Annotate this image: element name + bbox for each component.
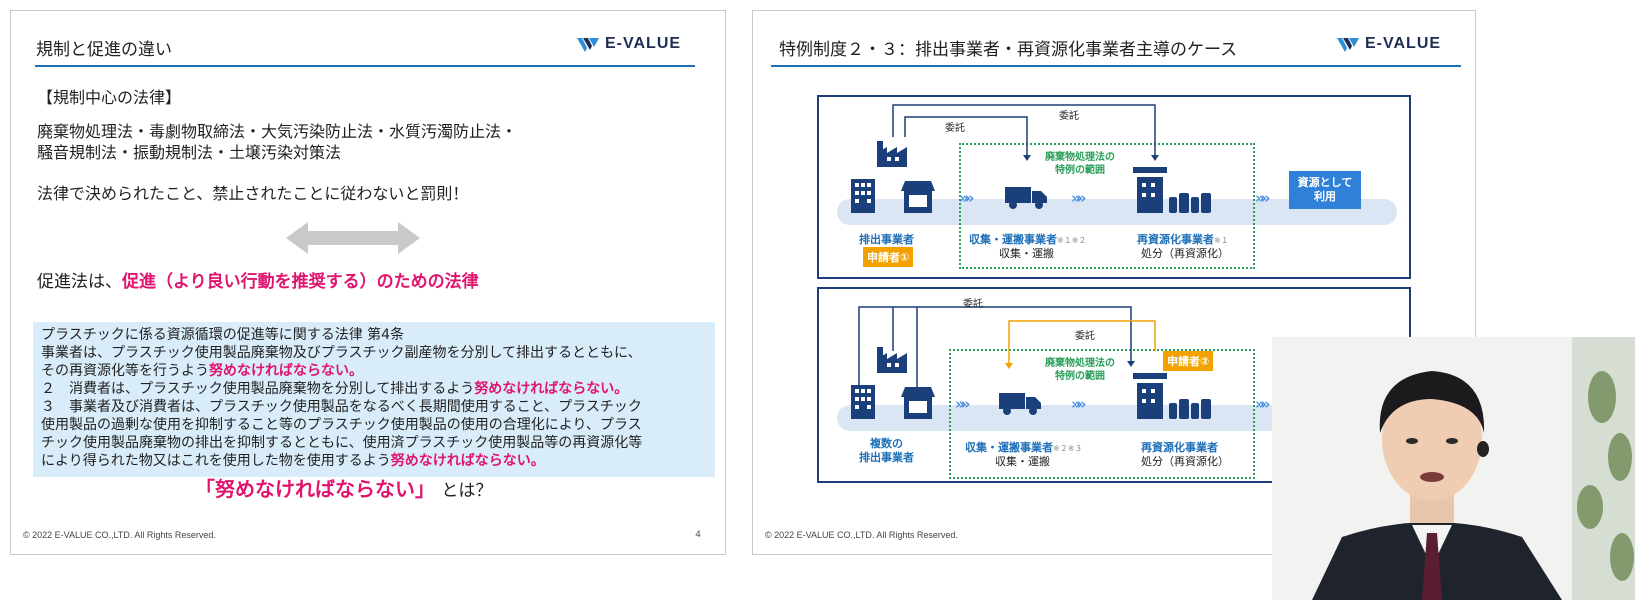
right-slide-title: 特例制度２・３：排出事業者・再資源化事業者主導のケース [779, 40, 1238, 60]
diagram-case-1: 委託 委託 »» »» 廃棄物処理法の特例の範囲 [817, 95, 1411, 279]
quote-emphasis: 努めなければならない。 [390, 453, 545, 469]
shop-icon [901, 181, 935, 213]
arrow-chevrons-icon: »» [1255, 189, 1271, 207]
collector-sub: 収集・運搬 [999, 247, 1054, 260]
applicant-tag: 申請者② [1163, 351, 1214, 371]
logo-text: E-VALUE [605, 35, 682, 52]
special-scope-box [959, 143, 1255, 269]
left-slide: 規制と促進の違い E-VALUE 【規制中心の法律】 廃棄物処理法・毒劇物取締法… [10, 10, 726, 555]
collector-sub: 収集・運搬 [995, 455, 1050, 468]
resource-line: 資源として [1297, 176, 1353, 189]
promotion-highlight: 促進（より良い行動を推奨する）のための法律 [122, 272, 479, 292]
promotion-statement: 促進法は、促進（より良い行動を推奨する）のための法律 [37, 271, 479, 293]
collector-note: ※１※２ [1057, 236, 1087, 245]
quote-text: その再資源化等を行うよう [41, 363, 209, 379]
quote-line: ３ 事業者及び消費者は、プラスチック使用製品をなるべく長期間使用すること、プラス… [41, 399, 642, 415]
building-icon [851, 179, 875, 213]
recycler-sub: 処分（再資源化） [1141, 247, 1229, 260]
quote-line: 使用製品の過剰な使用を抑制すること等のプラスチック使用製品の使用の合理化により、… [41, 417, 642, 433]
collector-name: 収集・運搬事業者 [965, 441, 1053, 454]
collector-note: ※２※３ [1053, 444, 1083, 453]
quote-text: により得られた物又はこれを使用した物を使用するよう [41, 453, 391, 469]
section-heading: 【規制中心の法律】 [37, 88, 182, 107]
title-rule [771, 65, 1461, 67]
e-value-logo: E-VALUE [577, 35, 681, 53]
quote-line: により得られた物又はこれを使用した物を使用するよう努めなければならない。 [41, 452, 707, 470]
penalty-text: 法律で決められたこと、禁止されたことに従わないと罰則！ [37, 184, 469, 203]
consign-arrows [892, 104, 1159, 161]
e-value-logo: E-VALUE [1337, 35, 1441, 53]
collector-name: 収集・運搬事業者 [969, 233, 1057, 246]
title-rule [35, 65, 695, 67]
arrow-chevrons-icon: »» [955, 395, 971, 413]
consign-label: 委託 [945, 123, 965, 134]
resource-line: 利用 [1314, 190, 1336, 203]
collector-label: 収集・運搬事業者※２※３ [965, 439, 1082, 455]
special-scope-label: 廃棄物処理法の特例の範囲 [1045, 357, 1115, 383]
factory-icon [877, 347, 907, 373]
e-value-logo-icon [577, 38, 599, 52]
emitter-line: 排出事業者 [859, 451, 914, 464]
consign-label: 委託 [1059, 111, 1079, 122]
scope-label-line: 特例の範囲 [1055, 165, 1105, 176]
scope-label-line: 廃棄物処理法の [1045, 152, 1115, 163]
arrow-chevrons-icon: »» [1071, 395, 1087, 413]
page-number: 4 [695, 530, 701, 540]
consign-label: 委託 [963, 299, 983, 310]
closing-plain: とは？ [441, 481, 493, 501]
recycling-plant-icon [1133, 167, 1211, 213]
e-value-logo-icon [1337, 38, 1359, 52]
collector-label: 収集・運搬事業者※１※２ [969, 231, 1086, 247]
quote-line: チック使用製品廃棄物の排出を抑制するとともに、使用済プラスチック使用製品等の再資… [41, 435, 643, 451]
scope-label-line: 廃棄物処理法の [1045, 358, 1115, 369]
emitter-line: 複数の [870, 437, 903, 450]
arrow-chevrons-icon: »» [1071, 189, 1087, 207]
webcam-presenter [1272, 337, 1635, 600]
arrow-chevrons-icon: »» [959, 189, 975, 207]
recycler-name: 再資源化事業者 [1137, 233, 1214, 246]
truck-icon [1005, 187, 1047, 209]
recycler-label: 再資源化事業者 [1141, 441, 1218, 454]
recycling-plant-icon [1133, 373, 1211, 419]
applicant-tag: 申請者① [863, 247, 914, 267]
recycler-note: ※１ [1214, 236, 1229, 245]
quote-emphasis: 努めなければならない。 [474, 381, 629, 397]
copyright-text: © 2022 E-VALUE CO.,LTD. All Rights Reser… [765, 530, 958, 540]
double-arrow-icon [286, 222, 420, 254]
left-slide-title: 規制と促進の違い [36, 40, 172, 60]
factory-icon [877, 141, 907, 167]
emitter-label: 複数の排出事業者 [859, 437, 914, 465]
quote-line: ２ 消費者は、プラスチック使用製品廃棄物を分別して排出するよう努めなければならな… [41, 380, 707, 398]
closing-question: 「努めなければならない」 とは？ [195, 475, 492, 505]
promotion-prefix: 促進法は、 [37, 272, 122, 292]
consign-arrows [858, 306, 1156, 393]
resource-use-box: 資源として利用 [1289, 171, 1361, 209]
shop-icon [901, 387, 935, 419]
closing-emphasis: 「努めなければならない」 [195, 477, 435, 501]
special-scope-box [949, 349, 1255, 479]
recycler-label: 再資源化事業者※１ [1137, 231, 1229, 247]
truck-icon [999, 393, 1041, 415]
quote-text: ２ 消費者は、プラスチック使用製品廃棄物を分別して排出するよう [41, 381, 475, 397]
consign-label: 委託 [1075, 331, 1095, 342]
quote-emphasis: 努めなければならない。 [209, 363, 363, 379]
laws-line-2: 騒音規制法・振動規制法・土壌汚染対策法 [37, 143, 342, 162]
building-icon [851, 385, 875, 419]
arrow-chevrons-icon: »» [1255, 395, 1271, 413]
presenter-video-frame [1272, 337, 1635, 600]
laws-line-1: 廃棄物処理法・毒劇物取締法・大気汚染防止法・水質汚濁防止法・ [37, 122, 518, 141]
recycler-sub: 処分（再資源化） [1141, 455, 1229, 468]
logo-text: E-VALUE [1365, 35, 1442, 52]
quote-line: 事業者は、プラスチック使用製品廃棄物及びプラスチック副産物を分別して排出するとと… [41, 345, 642, 361]
quote-line: プラスチックに係る資源循環の促進等に関する法律 第4条 [41, 327, 405, 343]
emitter-label: 排出事業者 [859, 233, 914, 246]
scope-label-line: 特例の範囲 [1055, 371, 1105, 382]
quote-line: その再資源化等を行うよう努めなければならない。 [41, 362, 707, 380]
law-quote-box: プラスチックに係る資源循環の促進等に関する法律 第4条 事業者は、プラスチック使… [33, 322, 715, 477]
copyright-text: © 2022 E-VALUE CO.,LTD. All Rights Reser… [23, 530, 216, 540]
special-scope-label: 廃棄物処理法の特例の範囲 [1045, 151, 1115, 177]
